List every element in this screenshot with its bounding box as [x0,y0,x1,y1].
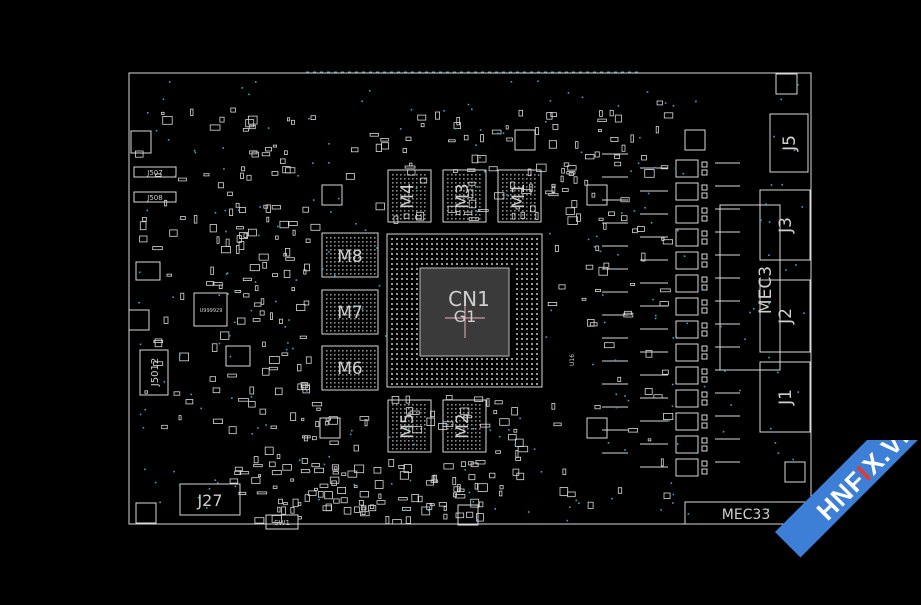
memory-m6 [321,345,379,391]
connector-label-j1: J1 [776,389,796,406]
mount-pad-bl [135,502,157,524]
connector-j1 [759,361,811,433]
mount-pad-d [128,309,150,331]
mount-pad-b [321,184,343,206]
vrm-phase-array [602,153,740,477]
connector-j27 [179,483,241,516]
switch-sw1 [265,514,299,530]
switch-label-sw1: SW1 [274,519,290,527]
memory-m3 [442,169,487,223]
watermark-banner: HNFIX.VN [761,440,921,600]
gpu-ball-grid [391,238,538,385]
chip-label-u16: U16 [569,354,576,366]
connector-j5 [769,113,809,173]
connector-label-j5: J5 [780,135,800,152]
memory-label-m5: M5 [398,413,418,438]
memory-label-m4: M4 [398,183,418,208]
mount-pad-f [684,129,706,151]
chip-u999929 [193,292,228,327]
mount-pad-c [586,184,608,206]
passive-components [134,71,674,525]
watermark-text: HNFIX.VN [775,440,921,562]
gpu-package [386,233,543,388]
memory-m8 [321,232,379,278]
watermark-ribbon: HNFIX.VN [775,440,921,558]
mec3-frame [719,204,781,371]
mount-pad-h [457,504,479,526]
memory-label-m6: M6 [337,359,362,379]
connector-label-j3: J3 [776,217,796,234]
chip-label-u999929: U999929 [200,308,223,314]
chip-left-c [135,261,161,281]
gpu-label: CN1 [448,287,490,311]
connector-label-j5012: J5012 [150,358,161,387]
memory-m7 [321,289,379,335]
connector-j2 [759,279,811,353]
mount-pad-a [514,129,536,151]
label-j508-box [133,191,177,203]
memory-label-m3: M3 [453,183,473,208]
mount-pad-tl [130,130,152,154]
mount-pad-e [586,417,608,439]
connector-label-j2: J2 [776,308,796,325]
board-outline [128,72,812,525]
memory-label-m2: M2 [453,413,473,438]
connector-j3 [759,189,811,261]
memory-label-m8: M8 [337,247,362,267]
mec33-label: MEC33 [722,507,771,523]
chip-left-b [225,345,251,367]
connector-label-j27: J27 [196,491,222,510]
mount-pad-tr [775,73,798,95]
gpu-sub-label: G1 [454,307,477,326]
memory-m5 [387,399,432,453]
mount-pad-br [784,461,806,483]
connector-j5012 [139,349,169,396]
label-j508: J508 [146,194,162,202]
memory-label-m7: M7 [337,303,362,323]
memory-label-m1: M1 [509,183,529,208]
label-j507-box [133,166,177,178]
mec3-label: MEC3 [756,266,776,314]
label-j507: J507 [146,169,162,177]
via-dots [138,80,805,522]
